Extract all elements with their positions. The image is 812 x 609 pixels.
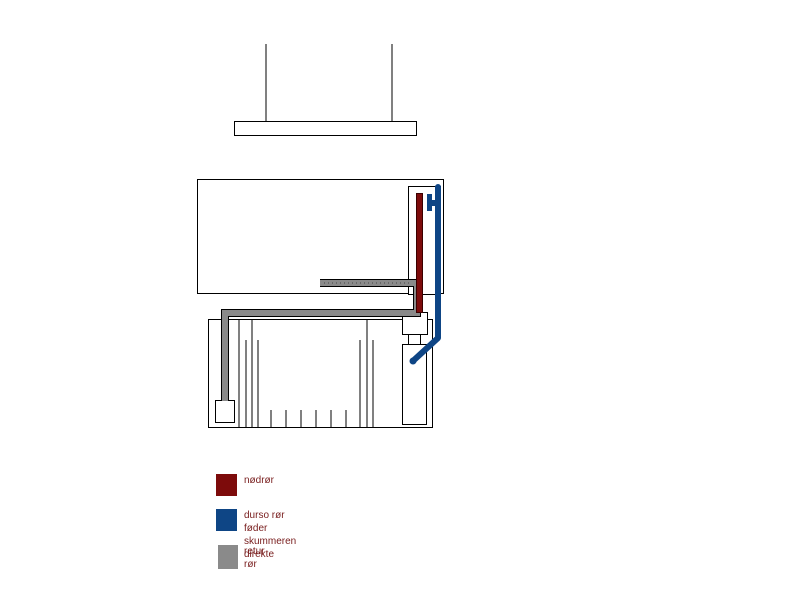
return-pump bbox=[215, 400, 235, 423]
legend-swatch-durso bbox=[216, 509, 237, 531]
durso-pipe-line bbox=[411, 184, 441, 363]
legend-swatch-emergency bbox=[216, 474, 237, 496]
legend-label-emergency: nødrør bbox=[244, 475, 274, 486]
legend-label-return: retur rør bbox=[244, 546, 265, 570]
emergency-pipe bbox=[416, 193, 423, 313]
light-fixture bbox=[234, 44, 417, 136]
legend-label-durso: durso rør føder skummeren direkte bbox=[244, 510, 297, 560]
skimmer-neck bbox=[408, 334, 421, 345]
display-tank bbox=[197, 179, 444, 295]
emergency-pipe-line bbox=[416, 193, 423, 313]
legend-swatch-return bbox=[218, 545, 238, 569]
lamp-bar bbox=[234, 121, 417, 136]
display-tank-outline bbox=[197, 179, 444, 294]
durso-pipe bbox=[409, 184, 441, 365]
sump bbox=[208, 312, 433, 428]
durso-inlet-tee bbox=[427, 200, 440, 206]
sump-outline bbox=[208, 319, 433, 428]
durso-outlet bbox=[409, 357, 417, 365]
